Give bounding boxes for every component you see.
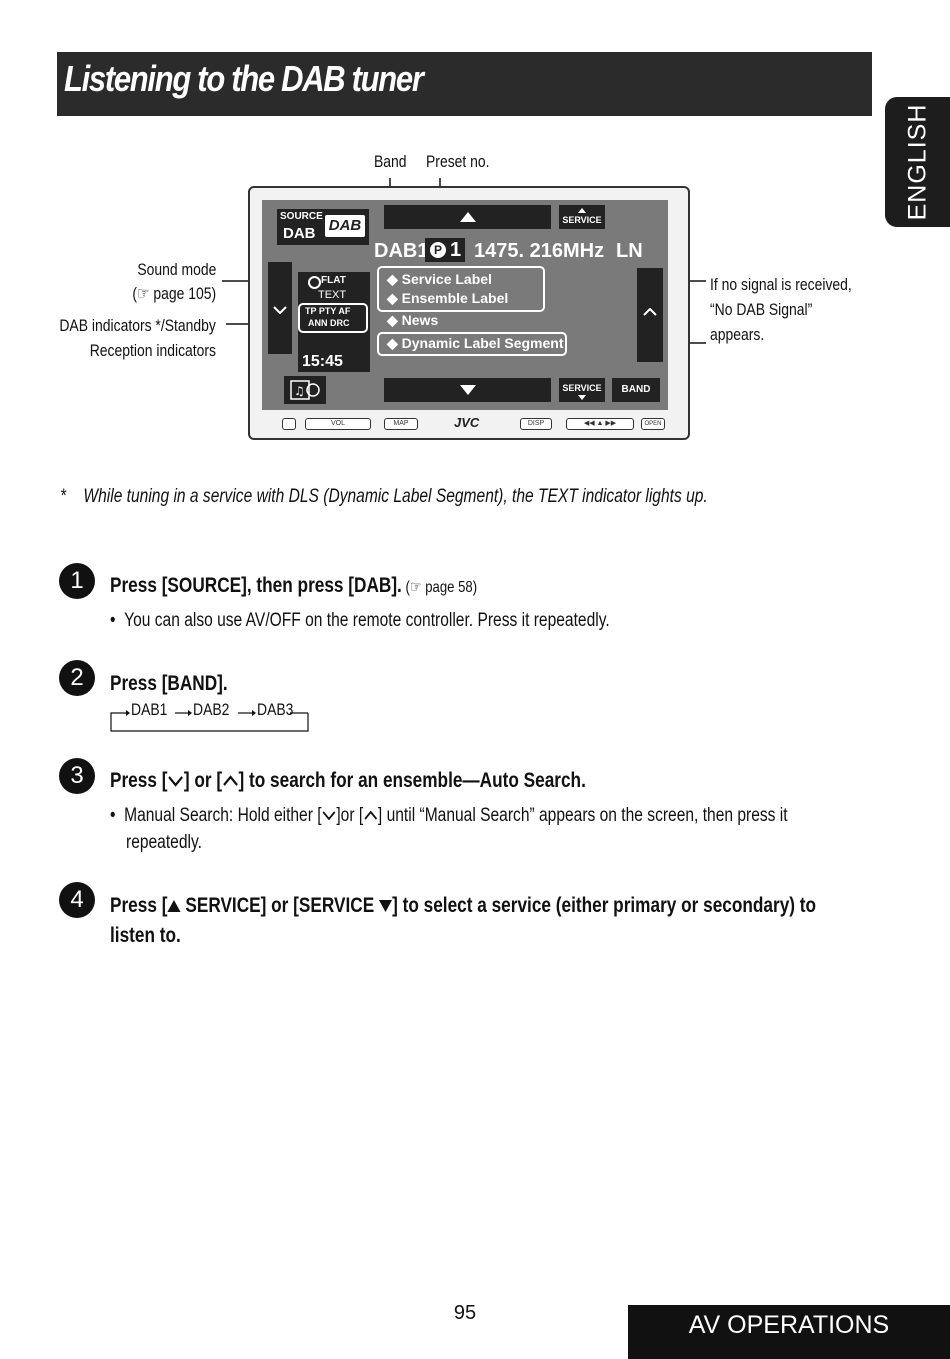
page-title: Listening to the DAB tuner — [64, 58, 424, 99]
step-1-bullet: • You can also use AV/OFF on the remote … — [110, 610, 610, 631]
chevron-down-icon — [273, 306, 287, 314]
step-4-heading: Press [ SERVICE] or [SERVICE ] to select… — [110, 894, 817, 917]
sound-mode-label: FLAT — [321, 275, 346, 286]
callout-preset: Preset no. — [426, 152, 490, 171]
callout-reception-indicators: Reception indicators — [89, 341, 216, 360]
page-number: 95 — [453, 1302, 477, 1324]
text-indicator: TEXT — [318, 289, 347, 301]
svg-text:♫: ♫ — [294, 384, 305, 398]
map-button[interactable]: MAP — [384, 418, 418, 430]
callout-no-signal-1: If no signal is received, — [710, 275, 852, 294]
dab-logo: DAB — [325, 215, 365, 237]
footnote-text: While tuning in a service with DLS (Dyna… — [83, 486, 708, 507]
down-button[interactable] — [384, 378, 551, 402]
service-up-button[interactable]: SERVICE — [559, 205, 605, 229]
up-button[interactable] — [384, 205, 551, 229]
chevron-down-icon — [322, 811, 336, 821]
section-title: AV OPERATIONS — [688, 1311, 890, 1339]
triangle-up-icon — [460, 212, 476, 222]
preset-indicator: P 1 — [425, 238, 465, 262]
callout-dab-indicators: DAB indicators */Standby — [59, 316, 216, 335]
dab-indicators-row1: TP PTY AF — [305, 306, 351, 316]
seek-buttons[interactable]: ◀◀ ▲ ▶▶ — [566, 418, 634, 430]
step-3-number: 3 — [59, 758, 95, 794]
left-down-button[interactable] — [268, 262, 292, 354]
band-button[interactable]: BAND — [612, 378, 660, 402]
callout-no-signal-2: “No DAB Signal” — [710, 300, 813, 319]
band-sequence-2: DAB2 — [193, 700, 230, 719]
step-3-bullet: • Manual Search: Hold either []or [] unt… — [110, 805, 788, 826]
disp-button[interactable]: DISP — [520, 418, 552, 430]
music-note-icon: ♫ — [290, 380, 320, 400]
band-sequence-3: DAB3 — [257, 700, 294, 719]
band-cycle-diagram — [110, 710, 309, 732]
step-4-heading-cont: listen to. — [110, 924, 181, 947]
footnote: * While tuning in a service with DLS (Dy… — [60, 486, 708, 508]
source-label: SOURCE — [280, 211, 323, 222]
labels-box: ◆ Service Label ◆ Ensemble Label — [377, 266, 545, 312]
service-down-label: SERVICE — [562, 383, 602, 393]
step-4-number: 4 — [59, 882, 95, 918]
ln-indicator: LN — [616, 240, 643, 262]
step-2-number: 2 — [59, 660, 95, 696]
jvc-logo: JVC — [454, 415, 480, 430]
step-3-bullet-cont: repeatedly. — [126, 832, 202, 853]
service-up-label: SERVICE — [562, 215, 602, 225]
triangle-down-small-icon — [578, 395, 586, 400]
music-icon-button[interactable]: ♫ — [284, 376, 326, 404]
sound-mode-ring-icon — [308, 276, 321, 289]
triangle-down-icon — [460, 385, 476, 395]
footnote-asterisk: * — [60, 486, 67, 507]
source-dab-button[interactable]: SOURCE DAB DAB — [277, 209, 369, 245]
step-1-number: 1 — [59, 563, 95, 599]
chevron-up-icon — [223, 775, 238, 786]
frequency-display: 1475. 216MHz — [474, 240, 605, 262]
chevron-up-icon — [364, 810, 377, 820]
triangle-up-icon — [167, 900, 181, 912]
callout-band: Band — [374, 152, 407, 171]
triangle-up-small-icon — [578, 208, 586, 213]
preset-number: 1 — [450, 239, 462, 261]
band-indicator: DAB1 — [374, 240, 429, 262]
triangle-down-icon — [378, 900, 393, 912]
dab-indicators-row2: ANN DRC — [308, 318, 350, 328]
volume-control[interactable]: VOL — [305, 418, 371, 430]
step-1-heading: Press [SOURCE], then press [DAB]. (☞ pag… — [110, 574, 478, 597]
step-3-heading: Press [] or [] to search for an ensemble… — [110, 769, 586, 792]
language-tab: ENGLISH — [885, 97, 950, 227]
open-button[interactable]: OPEN — [641, 418, 665, 430]
dab-indicators-box: TP PTY AF ANN DRC — [298, 303, 368, 333]
right-up-button[interactable] — [637, 268, 663, 362]
source-dab-label: DAB — [283, 225, 316, 242]
title-bar — [57, 52, 872, 116]
callout-sound-mode: Sound mode — [136, 260, 216, 279]
preset-p-icon: P — [430, 242, 446, 258]
dls-label: ◆ Dynamic Label Segment — [387, 335, 564, 351]
chevron-up-icon — [643, 308, 657, 316]
ensemble-label: ◆ Ensemble Label — [387, 290, 509, 306]
callout-no-signal-3: appears. — [710, 325, 765, 344]
service-down-button[interactable]: SERVICE — [559, 378, 605, 402]
indicator-panel: FLAT TEXT TP PTY AF ANN DRC 15:45 — [298, 272, 370, 372]
section-footer: AV OPERATIONS — [628, 1305, 950, 1359]
band-sequence-1: DAB1 — [131, 700, 168, 719]
dls-box: ◆ Dynamic Label Segment — [377, 332, 567, 356]
power-button[interactable] — [282, 418, 296, 430]
chevron-down-icon — [168, 776, 183, 787]
step-2-heading: Press [BAND]. — [110, 672, 228, 695]
news-label: ◆ News — [387, 312, 439, 328]
callout-sound-mode-ref: (☞ page 105) — [132, 284, 216, 303]
clock-display: 15:45 — [302, 353, 343, 370]
service-label: ◆ Service Label — [387, 271, 492, 287]
